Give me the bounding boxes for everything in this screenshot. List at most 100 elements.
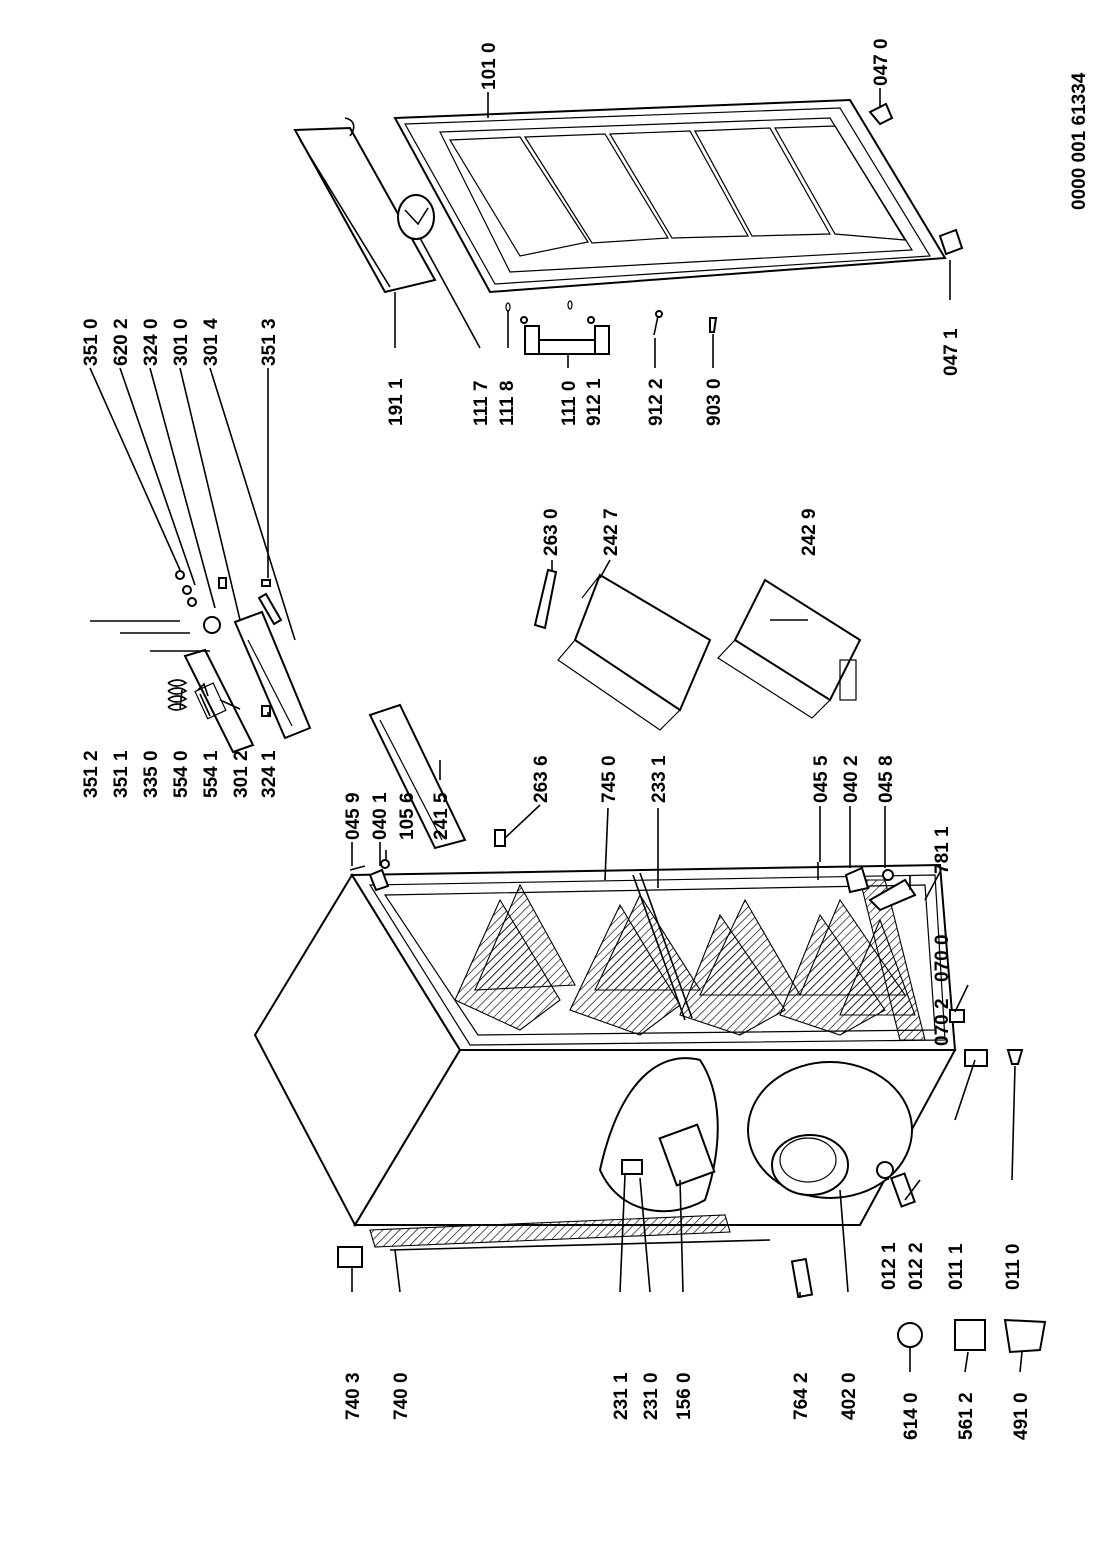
label-242-9: 242 9 xyxy=(799,508,820,556)
label-740-3: 740 3 xyxy=(343,1372,364,1420)
label-324-1: 324 1 xyxy=(259,750,280,798)
clip-icon xyxy=(197,682,209,697)
label-045-5: 045 5 xyxy=(811,755,832,803)
label-351-3: 351 3 xyxy=(259,318,280,366)
basket-242-9 xyxy=(717,578,862,719)
hinge-bracket xyxy=(494,829,506,847)
thermostat-knob xyxy=(203,616,221,634)
label-156-0: 156 0 xyxy=(674,1372,695,1420)
label-241-5: 241 5 xyxy=(431,792,452,840)
freezer-flap xyxy=(368,703,467,850)
door-gasket-strip xyxy=(293,126,437,294)
label-111-7: 111 7 xyxy=(471,381,492,426)
filter-drier xyxy=(790,1257,814,1299)
label-740-0: 740 0 xyxy=(391,1372,412,1420)
hinge-lower xyxy=(844,866,870,894)
label-242-7: 242 7 xyxy=(601,508,622,556)
label-233-1: 233 1 xyxy=(649,755,670,803)
label-070-2: 070 2 xyxy=(932,998,953,1046)
screw-icon xyxy=(882,869,894,881)
label-324-0: 324 0 xyxy=(141,318,162,366)
label-040-1: 040 1 xyxy=(370,792,391,840)
label-402-0: 402 0 xyxy=(839,1372,860,1420)
relay-icon xyxy=(897,1322,923,1348)
label-781-1: 781 1 xyxy=(932,826,953,874)
label-301-2: 301 2 xyxy=(231,750,252,798)
door-assembly xyxy=(293,98,964,355)
bottom-rail xyxy=(859,879,926,1041)
label-764-2: 764 2 xyxy=(791,1372,812,1420)
label-301-0: 301 0 xyxy=(171,318,192,366)
basket-handle xyxy=(533,568,558,630)
support-rod xyxy=(632,874,686,1021)
label-047-0: 047 0 xyxy=(871,38,892,86)
label-491-0: 491 0 xyxy=(1011,1392,1032,1440)
switch-icon xyxy=(218,577,227,589)
clip-icon xyxy=(261,705,271,717)
starter-icon xyxy=(954,1319,986,1351)
label-111-0: 111 0 xyxy=(559,381,580,426)
label-191-1: 191 1 xyxy=(386,378,407,426)
control-bracket xyxy=(183,648,255,754)
label-011-1: 011 1 xyxy=(946,1243,967,1290)
cabinet-body xyxy=(253,863,1024,1251)
foot-icon xyxy=(964,1049,988,1067)
screw-icon xyxy=(653,315,659,336)
terminal-cover xyxy=(1003,1318,1047,1354)
control-panel-assembly xyxy=(167,570,312,754)
label-554-1: 554 1 xyxy=(201,750,222,798)
compressor-icon xyxy=(771,1134,849,1196)
light-bar xyxy=(257,592,283,626)
screw-icon xyxy=(709,317,718,333)
label-351-1: 351 1 xyxy=(111,750,132,798)
screw-icon xyxy=(520,316,528,324)
hinge-top xyxy=(368,868,390,892)
label-231-0: 231 0 xyxy=(641,1372,662,1420)
clip-icon xyxy=(261,579,271,587)
label-351-2: 351 2 xyxy=(81,750,102,798)
label-263-0: 263 0 xyxy=(541,508,562,556)
screw-icon xyxy=(587,316,595,324)
grommet-icon xyxy=(876,1161,894,1179)
condenser xyxy=(369,1214,731,1248)
lamp-icon xyxy=(187,597,197,607)
label-045-8: 045 8 xyxy=(876,755,897,803)
relay-icon xyxy=(890,1172,916,1208)
label-263-6: 263 6 xyxy=(531,755,552,803)
door-inner-panels xyxy=(448,125,907,257)
cap-icon xyxy=(337,1246,363,1268)
connector-block xyxy=(658,1123,716,1187)
label-301-4: 301 4 xyxy=(201,318,222,366)
label-614-0: 614 0 xyxy=(901,1392,922,1440)
label-105-6: 105 6 xyxy=(397,792,418,840)
foot-cover xyxy=(868,878,917,912)
leader-lines xyxy=(89,88,1023,1373)
label-561-2: 561 2 xyxy=(956,1392,977,1440)
hinge-pin-top xyxy=(868,102,894,126)
clip-icon xyxy=(949,1009,965,1023)
logo-badge xyxy=(397,194,435,240)
label-040-2: 040 2 xyxy=(841,755,862,803)
label-912-1: 912 1 xyxy=(584,378,605,426)
label-554-0: 554 0 xyxy=(171,750,192,798)
lamp-icon xyxy=(182,585,192,595)
label-111-8: 111 8 xyxy=(497,381,518,426)
washer-icon xyxy=(380,859,390,869)
label-045-9: 045 9 xyxy=(343,792,364,840)
door-handle xyxy=(529,339,606,355)
clip-icon xyxy=(621,1159,643,1175)
label-070-0: 070 0 xyxy=(932,934,953,982)
screw-icon xyxy=(349,865,366,871)
document-code: 0000 001 61334 xyxy=(1069,72,1090,210)
handle-end-right xyxy=(594,325,610,355)
label-047-1: 047 1 xyxy=(941,328,962,376)
foot-icon xyxy=(1006,1049,1024,1065)
label-012-1: 012 1 xyxy=(879,1242,900,1290)
lamp-icon xyxy=(175,570,185,580)
label-903-0: 903 0 xyxy=(704,378,725,426)
label-101-0: 101 0 xyxy=(479,42,500,90)
label-011-0: 011 0 xyxy=(1003,1244,1024,1291)
inner-parts xyxy=(337,568,1047,1354)
